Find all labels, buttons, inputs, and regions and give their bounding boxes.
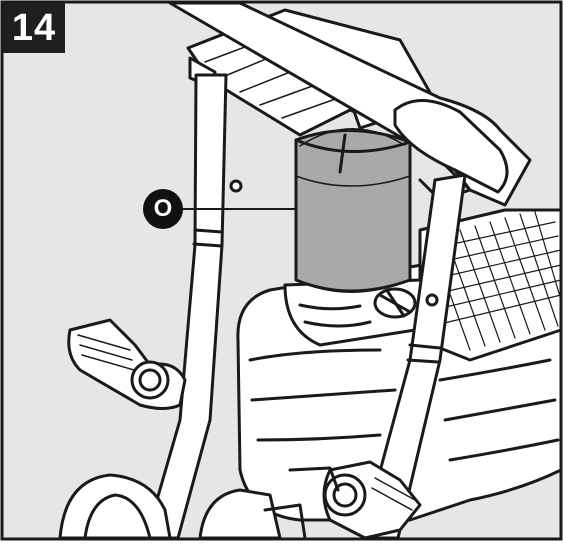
oil-filter — [294, 128, 412, 293]
wheel-center — [198, 488, 282, 540]
bolt-left — [229, 179, 243, 193]
step-number-badge: 14 — [3, 3, 65, 53]
bolt-right — [425, 293, 439, 307]
handle-grip-right — [393, 99, 509, 194]
frame-tube-left — [144, 73, 228, 540]
part-callout-o: O — [143, 189, 183, 229]
engine-detail-lines — [248, 348, 560, 462]
